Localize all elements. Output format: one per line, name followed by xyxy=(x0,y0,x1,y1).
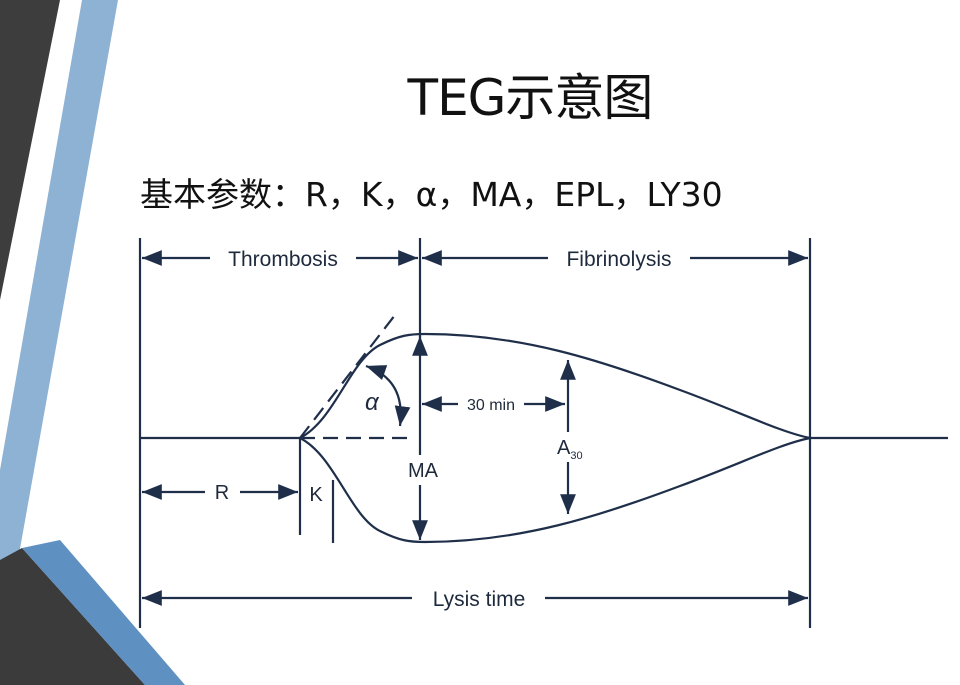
label-thrombosis: Thrombosis xyxy=(228,248,338,271)
teg-upper-curve xyxy=(299,332,811,440)
label-fibrinolysis: Fibrinolysis xyxy=(566,248,671,271)
alpha-angle-arc xyxy=(365,364,411,427)
slide-title: TEG示意图 xyxy=(407,69,654,127)
label-lysis-time: Lysis time xyxy=(433,588,526,611)
label-ma: MA xyxy=(408,460,439,482)
label-thirty-min: 30 min xyxy=(467,397,515,414)
teg-lower-curve xyxy=(299,436,811,544)
decor-blue-bottom xyxy=(22,540,185,685)
decor-dark-stripe xyxy=(0,0,60,300)
label-a30-main: A xyxy=(557,437,571,459)
decor-blue-stripe xyxy=(0,0,118,560)
alpha-tangent-line xyxy=(299,314,396,439)
label-a30-sub: 30 xyxy=(570,450,582,462)
label-a30: A30 xyxy=(557,437,583,462)
slide-subtitle: 基本参数：R，K，α，MA，EPL，LY30 xyxy=(140,175,723,214)
label-k: K xyxy=(309,484,323,506)
decor-dark-bottom xyxy=(0,548,145,685)
label-r: R xyxy=(215,482,229,504)
label-alpha: α xyxy=(365,389,380,416)
